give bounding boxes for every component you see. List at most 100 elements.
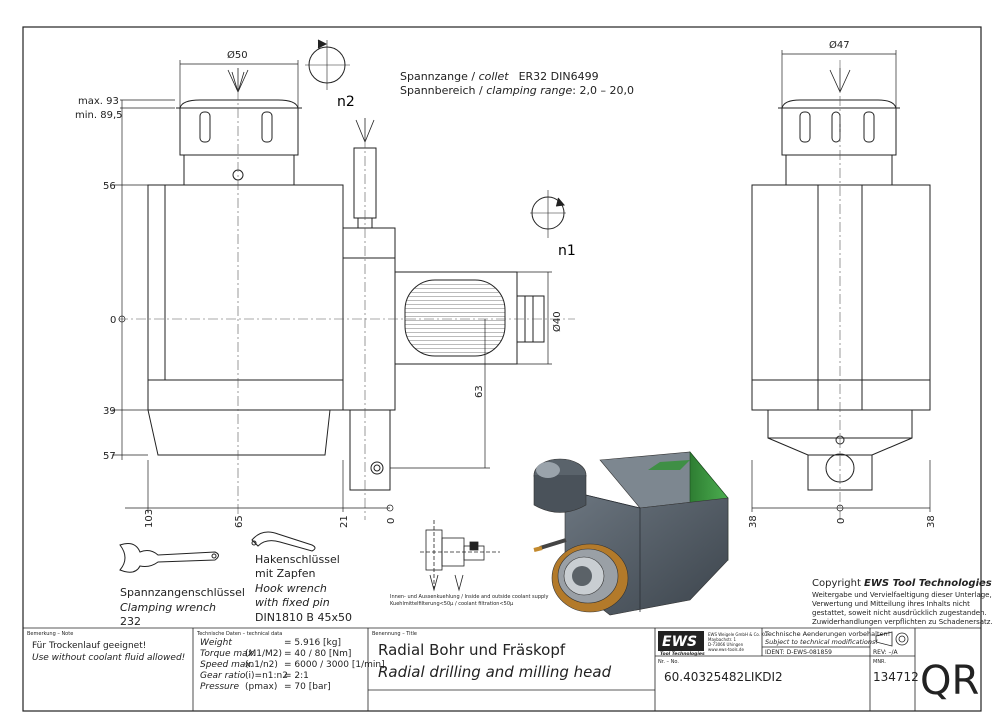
title-de: Radial Bohr und Fräskopf <box>378 641 566 659</box>
rotation-label-n1: n1 <box>558 243 576 259</box>
ident: IDENT: D-EWS-081859 <box>765 649 832 656</box>
part-number-block: Nr. – No. 60.40325482LIKDI2 MNR. 134712 <box>658 659 919 684</box>
clamping-wrench-label: Spannzangenschlüssel Clamping wrench 232 <box>120 586 245 628</box>
side-view <box>751 60 931 520</box>
front-view <box>118 68 575 520</box>
title-en: Radial drilling and milling head <box>378 663 612 681</box>
tech-row-param: (i)=n1:n2 <box>245 671 288 681</box>
tech-row-param: (n1/n2) <box>245 660 278 670</box>
tech-row-param: (M1/M2) <box>245 649 282 659</box>
hook-wrench-drawing <box>251 531 316 552</box>
title-block-tech-data: Technische Daten – technical data Weight… <box>196 631 385 692</box>
copyright-prefix: Copyright <box>812 578 864 589</box>
clamping-range-value: : 2,0 – 20,0 <box>572 84 634 97</box>
dim-63: 63 <box>474 385 485 398</box>
ews-logo-sub: Tool Technologies <box>660 651 705 657</box>
copyright-line2: Verwertung und Mitteilung ihres Inhalts … <box>812 600 970 608</box>
coolant-note-line2: Kuehlmittelfilterung<50µ / coolant filtr… <box>390 601 514 607</box>
tech-row-label: Torque max. <box>200 649 256 659</box>
dim-38-left: 38 <box>748 515 759 528</box>
hook-wrench-de2: mit Zapfen <box>255 567 315 580</box>
company-line4: www.ews-tools.de <box>708 647 744 652</box>
svg-text:Spannbereich / clamping range:: Spannbereich / clamping range: 2,0 – 20,… <box>400 84 634 97</box>
tech-row-label: Gear ratio <box>200 671 246 681</box>
tech-row-label: Pressure <box>200 682 239 692</box>
dim-0: 0 <box>110 315 116 326</box>
qr-code-label: QR <box>920 658 979 704</box>
tech-row-value: = 5.916 [kg] <box>284 638 341 648</box>
coolant-note: Innen- und Aussenkuehlung / Inside and o… <box>390 594 549 607</box>
collet-info: Spannzange / collet ER32 DIN6499 Spannber… <box>400 70 634 97</box>
changes-en: Subject to technical modifications! <box>765 638 878 646</box>
dim-side-0: 0 <box>836 518 847 524</box>
tech-row-value: = 2:1 <box>284 671 309 681</box>
tech-row-label: Weight <box>200 638 232 648</box>
clamping-wrench-de: Spannzangenschlüssel <box>120 586 245 599</box>
ews-logo: EWS <box>662 634 697 650</box>
title-block-note: Bemerkung – Note Für Trockenlauf geeigne… <box>27 631 185 663</box>
clamping-range-de: Spannbereich / <box>400 84 486 97</box>
collet-value: ER32 DIN6499 <box>519 70 599 83</box>
tech-row-value: = 70 [bar] <box>284 682 331 692</box>
dim-max-93: max. 93 <box>78 96 119 107</box>
mnr-number: 134712 <box>873 670 919 684</box>
rotation-symbol-n1 <box>530 190 566 238</box>
copyright-line4: Zuwiderhandlungen verpflichten zu Schade… <box>812 618 993 626</box>
note-en: Use without coolant fluid allowed! <box>32 653 185 663</box>
title-header: Benennung – Title <box>372 631 417 637</box>
dim-dia-47: Ø47 <box>829 39 850 51</box>
title-block <box>23 627 981 711</box>
dim-min-89: min. 89,5 <box>75 110 122 121</box>
copyright-brand: EWS Tool Technologies <box>864 578 992 589</box>
part-number: 60.40325482LIKDI2 <box>664 670 783 684</box>
note-de: Für Trockenlauf geeignet! <box>32 641 146 651</box>
isometric-render <box>533 451 729 616</box>
note-header: Bemerkung – Note <box>27 631 73 637</box>
rotation-symbol-n2 <box>305 39 350 90</box>
tech-row-value: = 40 / 80 [Nm] <box>284 649 351 659</box>
svg-text:Copyright EWS Tool Technologie: Copyright EWS Tool Technologies <box>812 578 992 589</box>
dim-57: 57 <box>103 451 116 462</box>
hook-wrench-din: DIN1810 B 45x50 <box>255 611 352 624</box>
clamping-range-en: clamping range <box>486 84 572 97</box>
tech-header: Technische Daten – technical data <box>196 631 282 637</box>
dim-dia-40: Ø40 <box>551 311 563 332</box>
title-block-title: Benennung – Title Radial Bohr und Fräsko… <box>372 631 612 681</box>
dim-b0: 0 <box>386 518 397 524</box>
rotation-label-n2: n2 <box>337 94 355 110</box>
front-dimensions <box>112 60 552 512</box>
tech-row-label: Speed max. <box>200 660 254 670</box>
tech-row-param: (pmax) <box>245 682 277 692</box>
side-dimensions <box>751 50 931 512</box>
nr-header: Nr. – No. <box>658 659 679 665</box>
changes-de: Technische Aenderungen vorbehalten! <box>764 630 890 638</box>
collet-label-de: Spannzange / <box>400 70 479 83</box>
dim-dia-50: Ø50 <box>227 49 248 61</box>
copyright-line1: Weitergabe und Vervielfaeltigung dieser … <box>812 591 992 599</box>
changes-block: Technische Aenderungen vorbehalten! Subj… <box>764 630 899 656</box>
tech-row-value: = 6000 / 3000 [1/min] <box>284 660 385 670</box>
company-line1: EWS Weigele GmbH & Co. KG <box>708 632 767 637</box>
company-line3: D-73066 Uhingen <box>708 642 744 647</box>
company-logo-block: EWS Tool Technologies EWS Weigele GmbH &… <box>658 631 767 657</box>
hook-wrench-de1: Hakenschlüssel <box>255 553 340 566</box>
front-dimension-texts: Ø50 max. 93 min. 89,5 56 0 39 57 63 Ø40 … <box>75 49 563 528</box>
collet-label-en: collet <box>479 70 510 83</box>
company-line2: Maybachstr. 1 <box>708 637 736 642</box>
dim-38-right: 38 <box>926 515 937 528</box>
hook-wrench-label: Hakenschlüssel mit Zapfen Hook wrench wi… <box>255 553 352 624</box>
side-dimension-texts: Ø47 38 0 38 <box>748 39 937 528</box>
dim-65: 65 <box>234 515 245 528</box>
hook-wrench-en2: with fixed pin <box>255 596 330 609</box>
ews-logo-box <box>658 631 704 651</box>
copyright-block: Copyright EWS Tool Technologies Weiterga… <box>812 578 993 626</box>
clamping-wrench-en: Clamping wrench <box>120 601 216 614</box>
copyright-line3: gestattet, soweit nicht ausdrücklich zug… <box>812 609 987 617</box>
dim-21: 21 <box>339 515 350 528</box>
hook-wrench-en1: Hook wrench <box>255 582 327 595</box>
drawing-frame <box>22 26 982 712</box>
dim-39: 39 <box>103 406 116 417</box>
